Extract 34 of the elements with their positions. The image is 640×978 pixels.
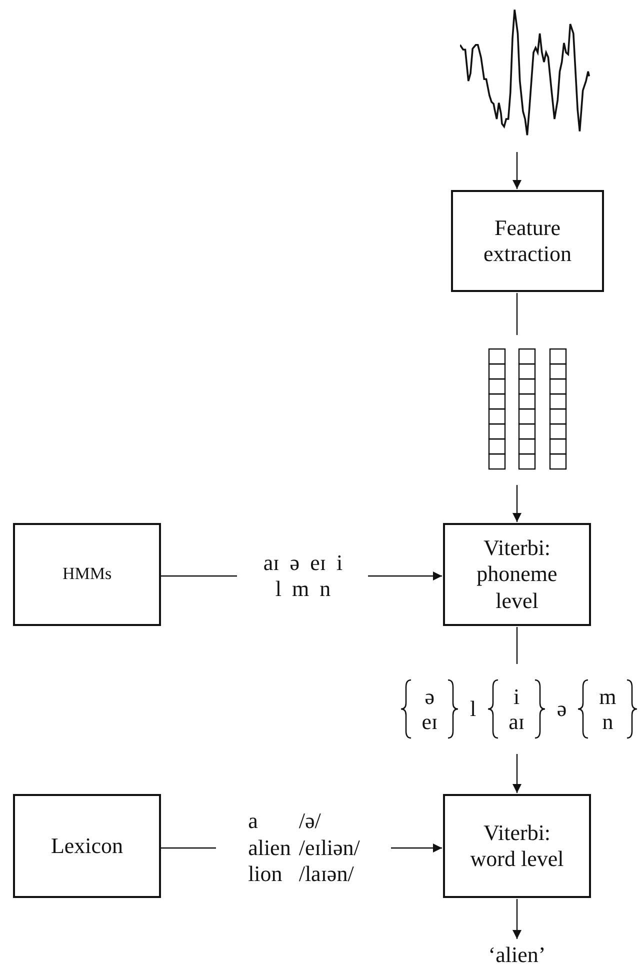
process-box [13, 794, 161, 898]
connector-line [161, 847, 216, 849]
arrow [368, 572, 442, 580]
arrow [512, 754, 522, 793]
arrow [391, 844, 442, 852]
phoneme-list: aɪ ə eɪ i l m n [258, 550, 348, 602]
pronunciation: /laɪən/ [298, 861, 355, 888]
feature-vectors-drawing [486, 347, 569, 473]
arrow [512, 152, 522, 189]
process-box [443, 794, 591, 898]
pronunciation: /eɪliən/ [298, 834, 360, 862]
output-word: ‘alien’ [488, 942, 546, 968]
phoneme-label: ə [556, 696, 568, 722]
lexicon-word: a [248, 808, 259, 835]
box-label: Viterbi: phoneme level [476, 534, 558, 614]
arrow [512, 485, 522, 522]
connector-line [161, 575, 237, 577]
process-box [13, 523, 161, 626]
phoneme-alternatives: ə eɪ [420, 684, 439, 734]
phoneme-alternatives: m n [598, 684, 618, 734]
phoneme-alternatives: i aɪ [508, 684, 526, 734]
arrow [512, 899, 522, 939]
connector-line [516, 293, 518, 335]
box-label: Lexicon [50, 832, 124, 860]
pronunciation: /ə/ [298, 808, 322, 835]
lexicon-word: lion [248, 861, 284, 888]
phoneme-label: l [469, 696, 478, 722]
box-label: Feature extraction [482, 214, 572, 268]
connector-line [516, 627, 518, 664]
box-label: HMMs [62, 564, 112, 585]
process-box [451, 190, 604, 292]
box-label: Viterbi: word level [469, 820, 565, 872]
process-box [443, 523, 591, 626]
lexicon-word: alien [248, 834, 291, 862]
